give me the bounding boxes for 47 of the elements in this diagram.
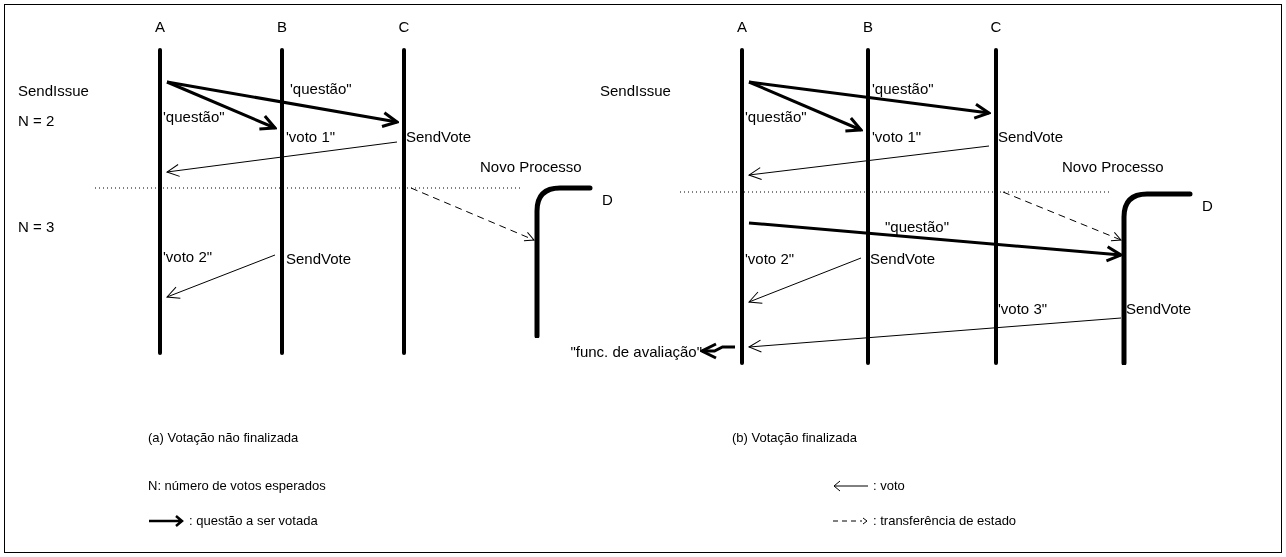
legend-text: : transferência de estado <box>873 513 1017 528</box>
edge-label: "questão" <box>885 218 950 235</box>
lifeline-label: D <box>602 191 613 208</box>
legend-text: N: número de votos esperados <box>148 478 326 493</box>
function-label: "func. de avaliação" <box>548 343 702 360</box>
edge-label: 'voto 1" <box>872 128 922 145</box>
arrow <box>166 80 277 131</box>
arrow <box>166 254 276 299</box>
edge-label: 'questão" <box>745 108 807 125</box>
lifeline-label: C <box>990 18 1002 35</box>
process-caption: Novo Processo <box>1062 158 1164 175</box>
event-label: SendVote <box>406 128 472 145</box>
panel-caption: (a) Votação não finalizada <box>148 430 299 445</box>
vote-count-label: N = 2 <box>18 112 55 129</box>
arrow <box>748 80 863 133</box>
lifeline-label: D <box>1202 197 1213 214</box>
vote-count-label: N = 3 <box>18 218 55 235</box>
event-label: SendIssue <box>18 82 89 99</box>
arrow <box>410 187 535 242</box>
edge-label: 'voto 3" <box>998 300 1048 317</box>
edge-label: 'voto 2" <box>745 250 795 267</box>
lifeline-label: B <box>863 18 873 35</box>
lifeline-label: A <box>737 18 747 35</box>
arrow <box>748 221 1123 263</box>
edge-label: 'questão" <box>290 80 352 97</box>
edge-label: 'voto 2" <box>163 248 213 265</box>
lifeline-label: A <box>155 18 165 35</box>
event-label: SendVote <box>998 128 1064 145</box>
arrow <box>700 342 735 360</box>
event-label: SendVote <box>1126 300 1192 317</box>
edge-label: 'voto 1" <box>286 128 336 145</box>
arrow <box>1002 191 1122 242</box>
lifeline-label: B <box>277 18 287 35</box>
legend-text: : questão a ser votada <box>189 513 318 528</box>
arrow <box>748 145 990 180</box>
arrow <box>748 257 862 304</box>
edge-label: 'questão" <box>872 80 934 97</box>
lifeline-label: C <box>398 18 410 35</box>
event-label: SendVote <box>286 250 352 267</box>
event-label: SendIssue <box>600 82 671 99</box>
arrow <box>166 141 398 177</box>
event-label: SendVote <box>870 250 936 267</box>
edge-label: 'questão" <box>163 108 225 125</box>
legend-text: : voto <box>873 478 905 493</box>
arrow <box>748 317 1122 353</box>
panel-caption: (b) Votação finalizada <box>732 430 858 445</box>
process-caption: Novo Processo <box>480 158 582 175</box>
